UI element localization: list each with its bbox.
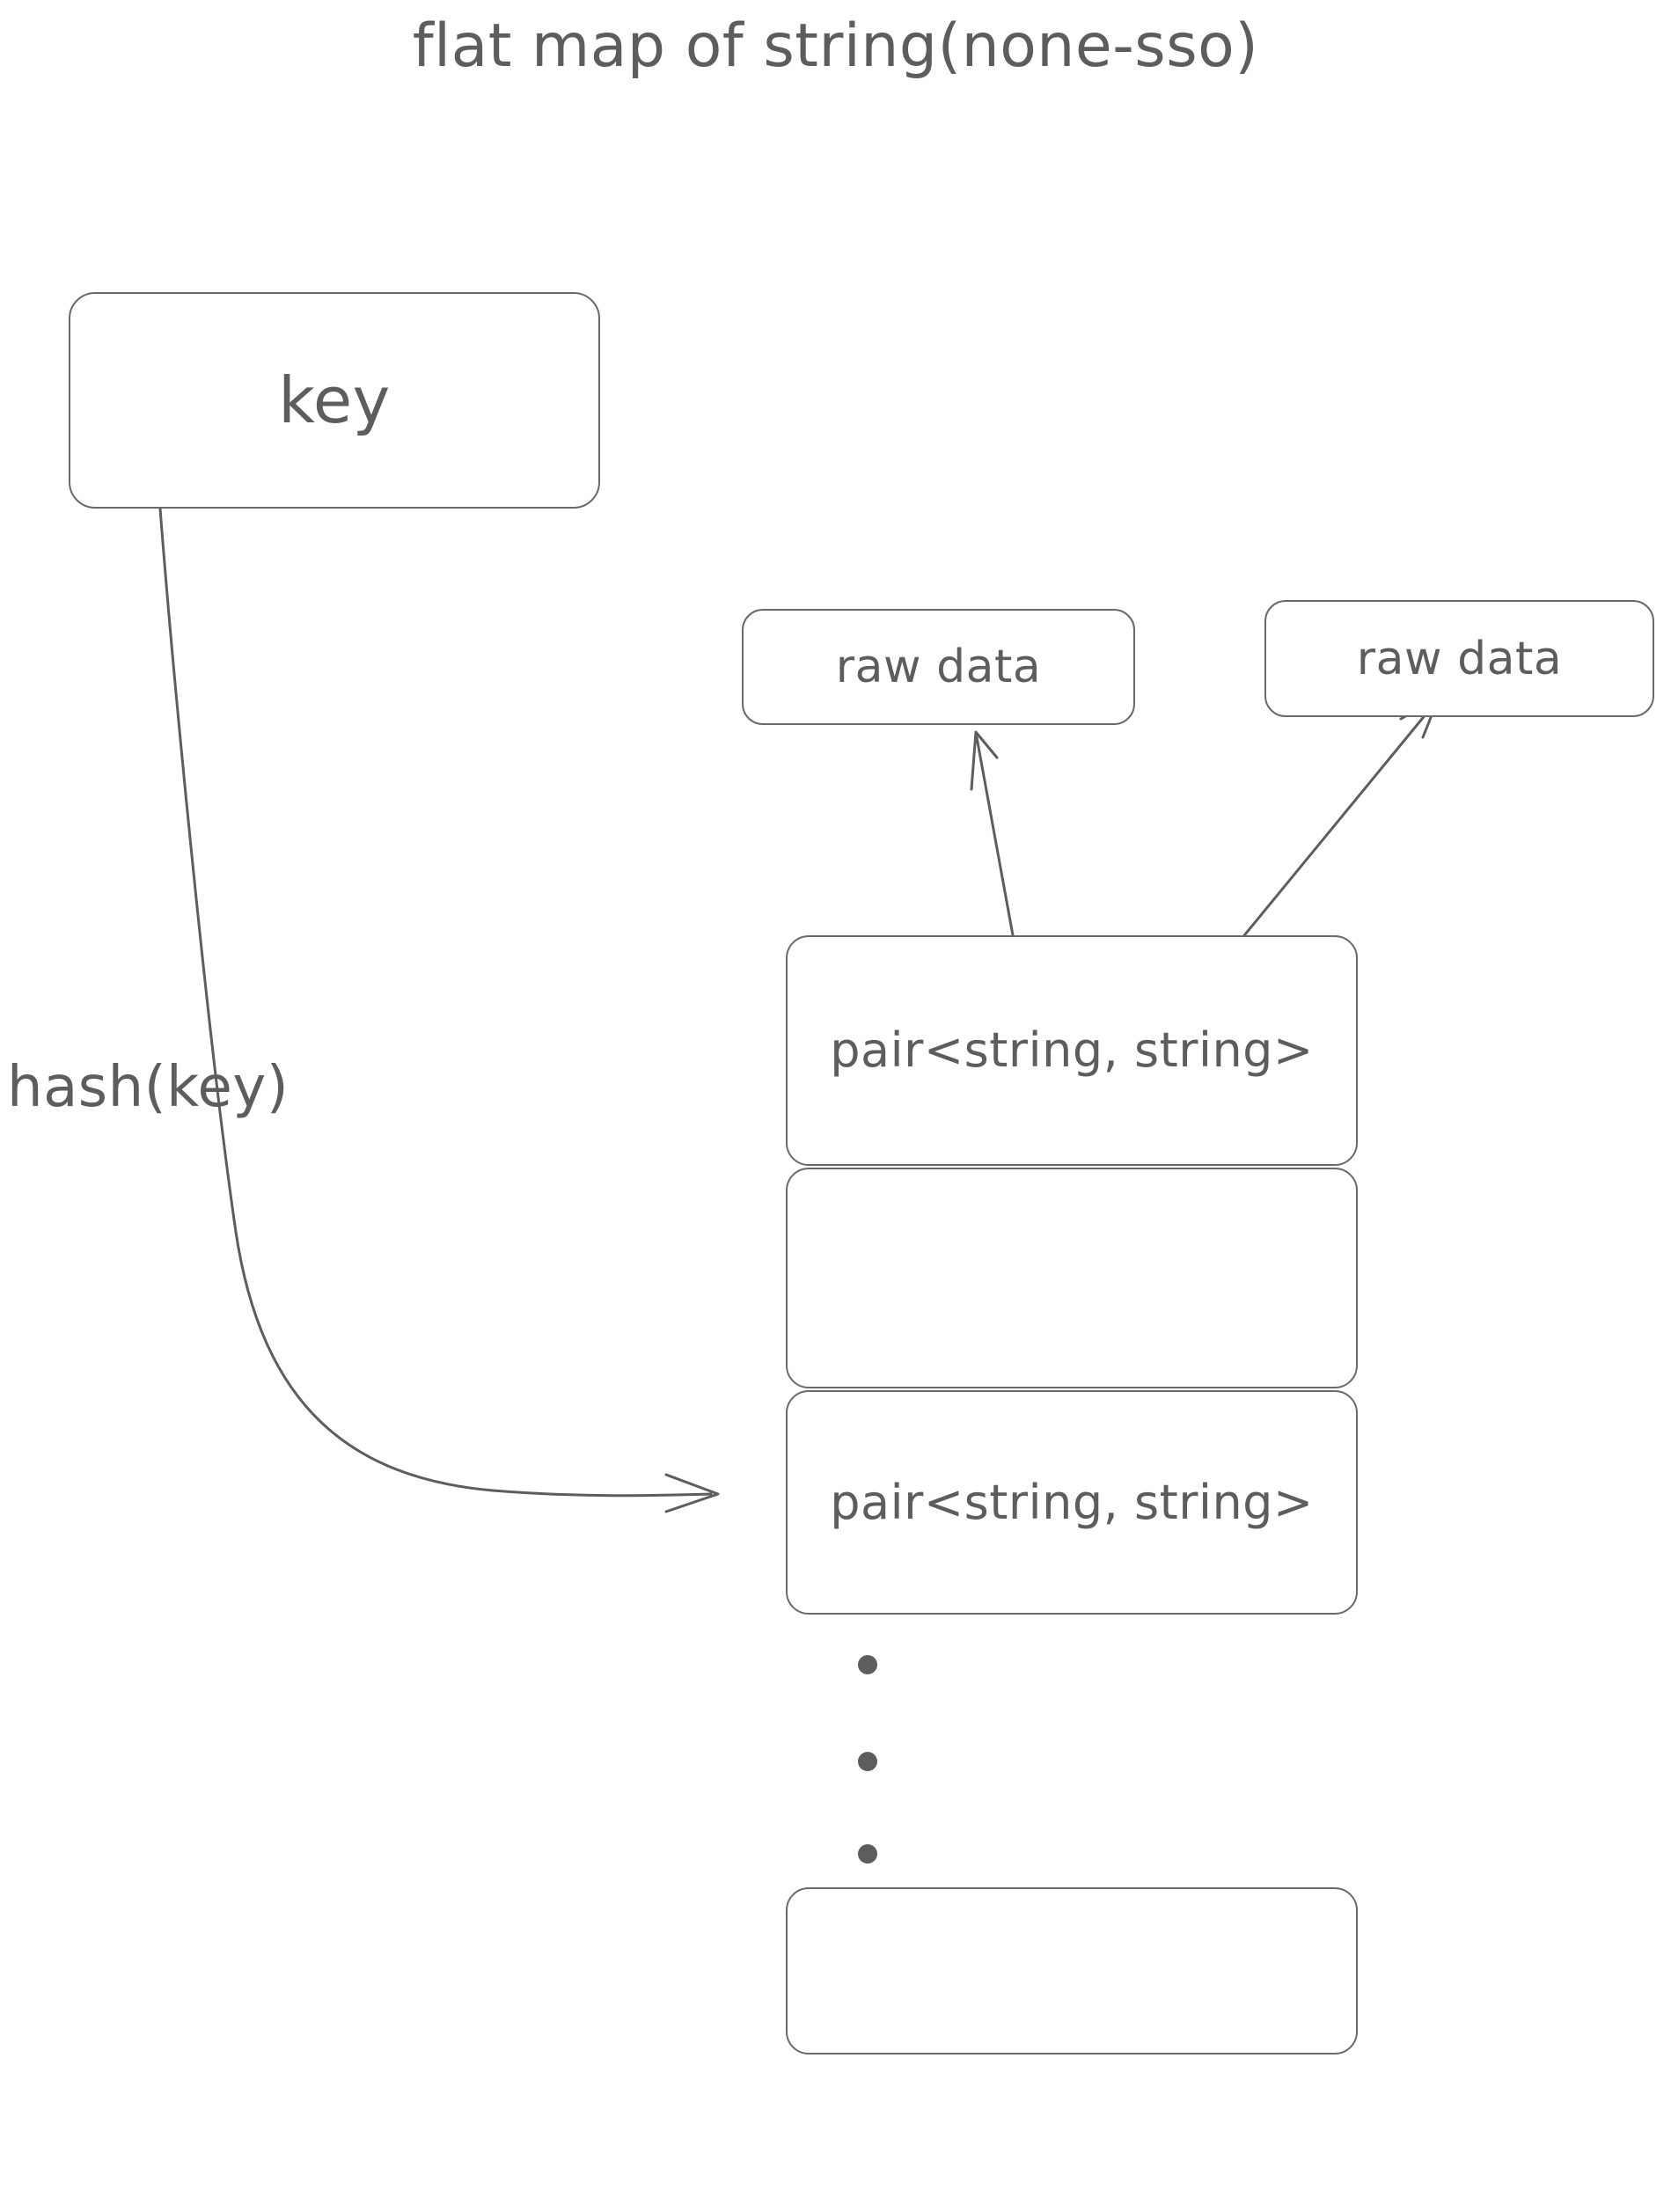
hash-key-curve xyxy=(158,507,713,1498)
bucket-slot-3[interactable] xyxy=(786,1887,1358,2055)
bucket-slot-0[interactable]: pair<string, string> xyxy=(786,935,1358,1166)
hash-key-label: hash(key) xyxy=(7,1055,289,1120)
raw-data-node-2[interactable]: raw data xyxy=(1264,600,1654,717)
bucket-slot-1[interactable] xyxy=(786,1168,1358,1388)
bucket-slot-2[interactable]: pair<string, string> xyxy=(786,1390,1358,1615)
hash-key-arrowhead xyxy=(664,1473,720,1513)
raw-data-node-2-label: raw data xyxy=(1356,632,1563,685)
raw-data-node-1-label: raw data xyxy=(835,641,1042,693)
bucket-slot-2-label: pair<string, string> xyxy=(830,1474,1314,1530)
key-node-label: key xyxy=(278,363,391,437)
bucket-slot-0-label: pair<string, string> xyxy=(830,1022,1314,1078)
ellipsis-dot-1 xyxy=(858,1655,877,1674)
page-title: flat map of string(none-sso) xyxy=(412,11,1259,81)
ellipsis-dot-2 xyxy=(858,1752,877,1771)
raw-data-node-1[interactable]: raw data xyxy=(742,609,1135,725)
ellipsis-dot-3 xyxy=(858,1844,877,1864)
key-node[interactable]: key xyxy=(69,292,600,509)
arrow-slot0-to-rawdata1-head xyxy=(970,730,999,791)
